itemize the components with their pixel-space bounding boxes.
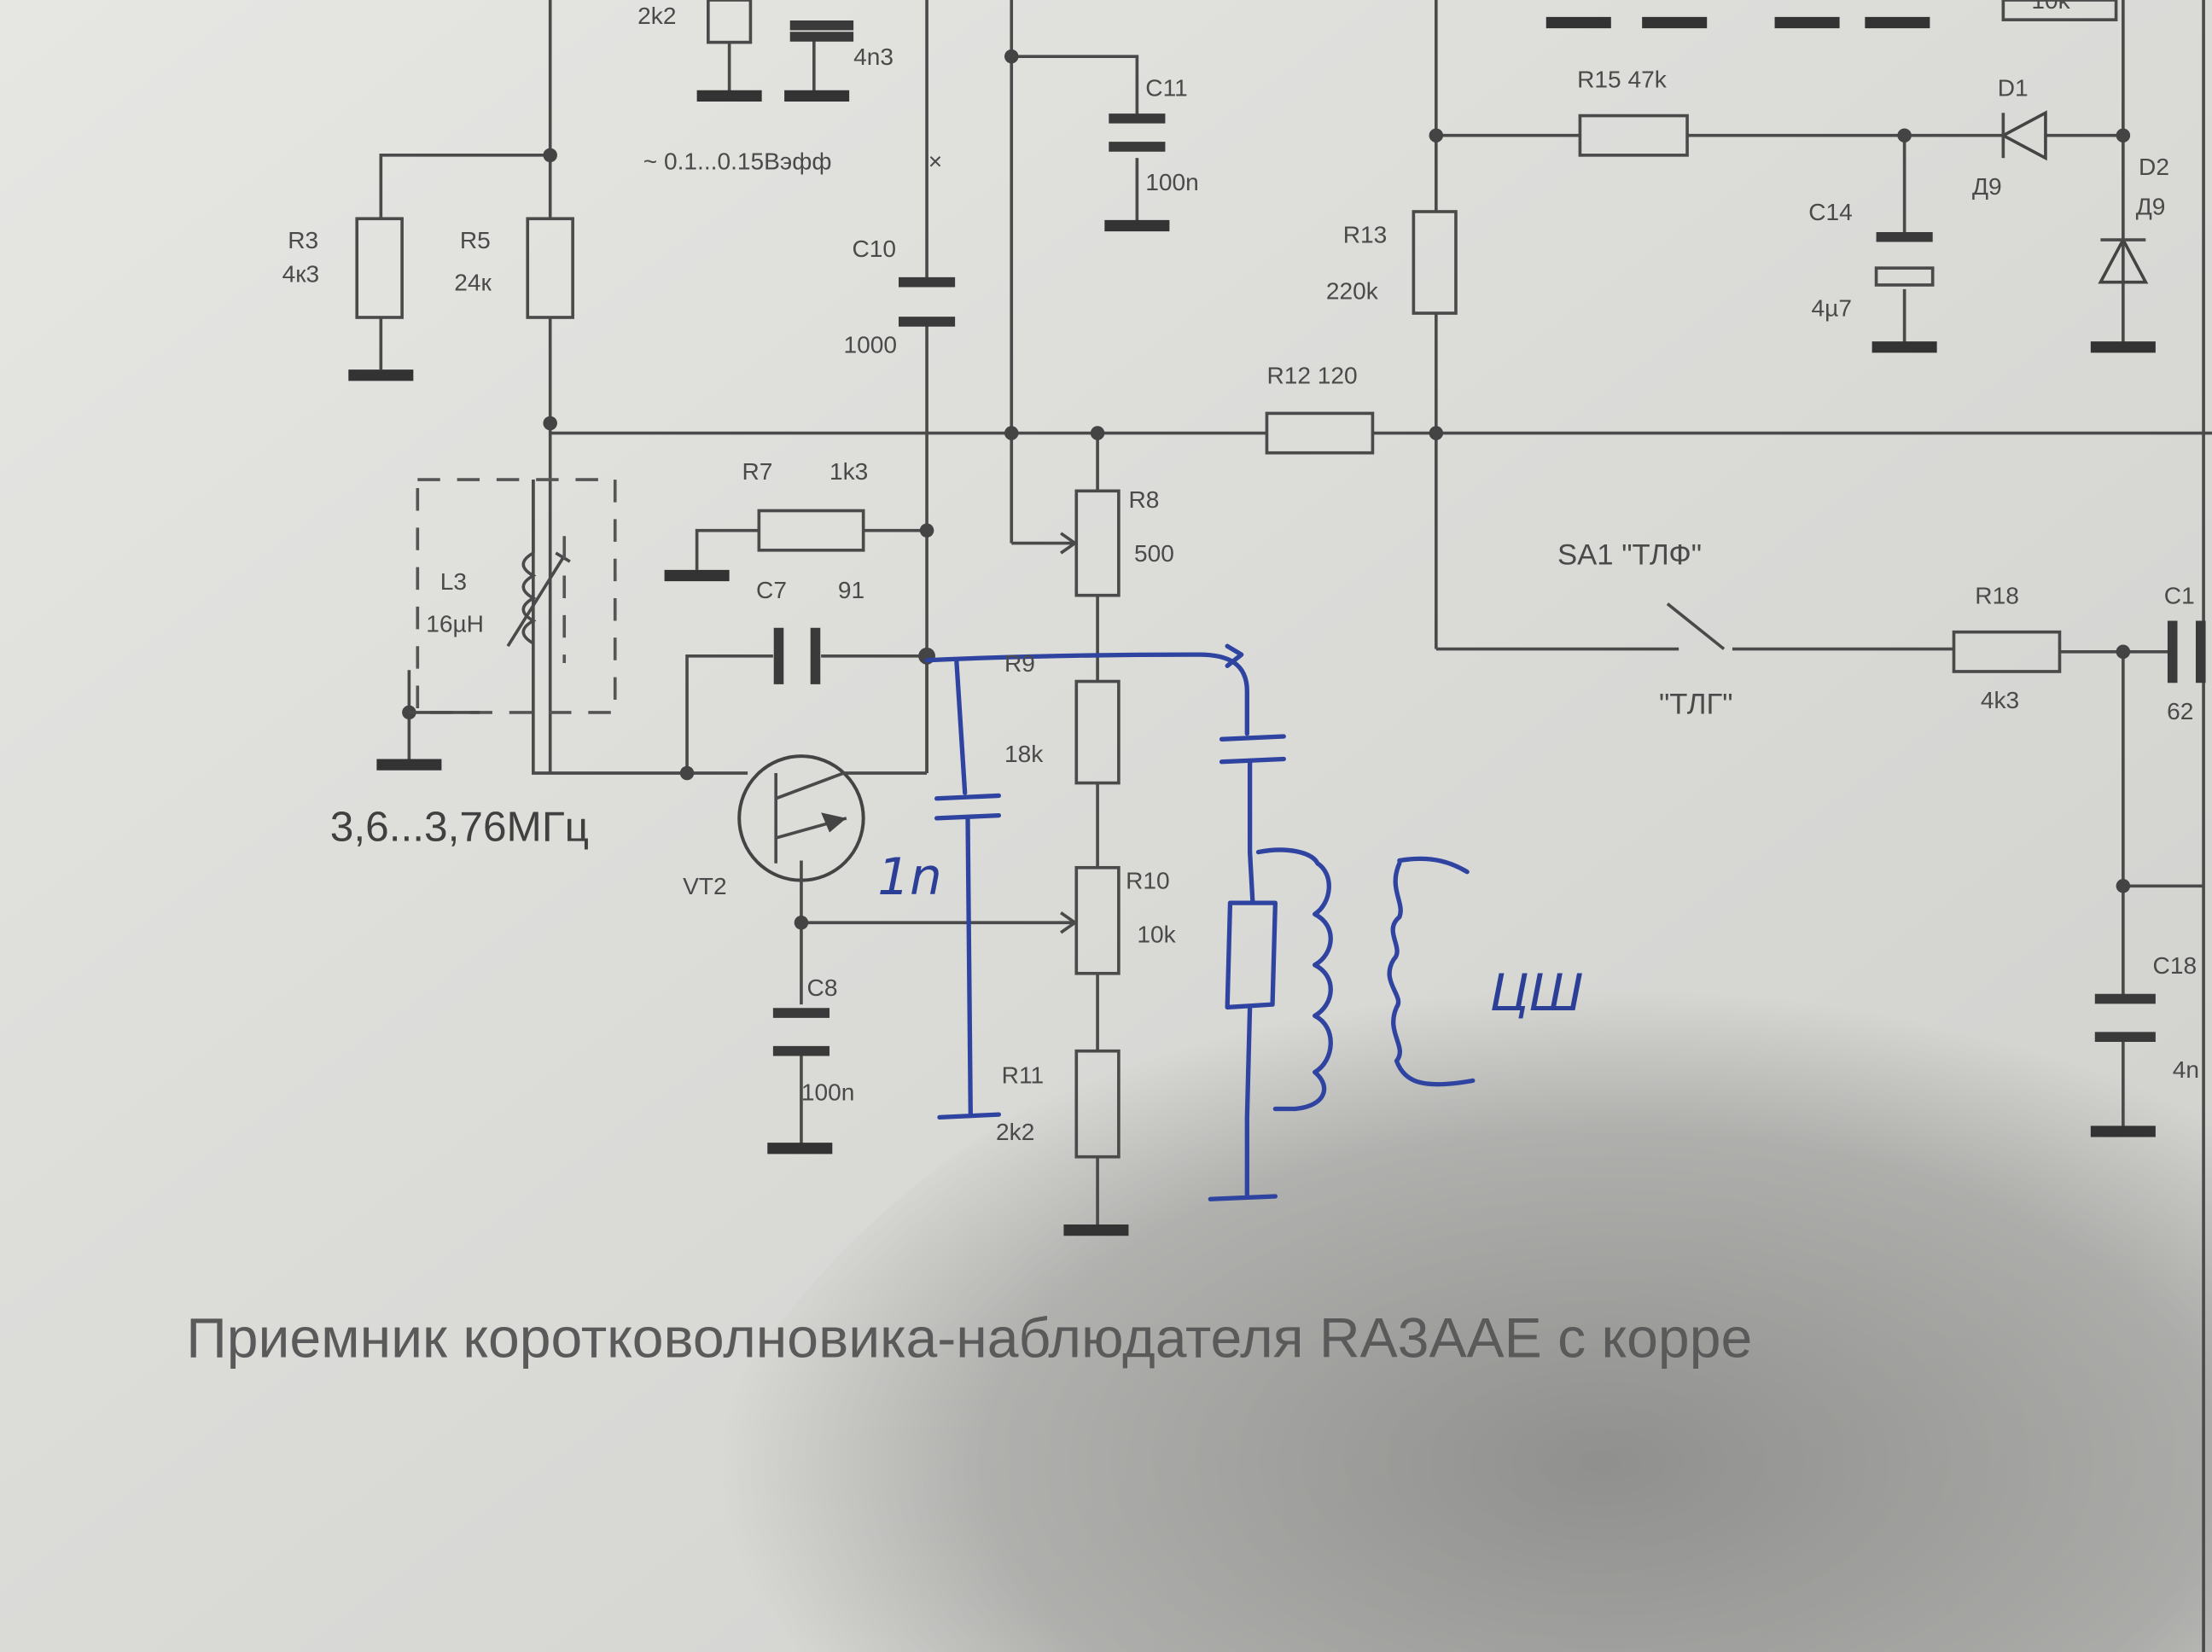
r13-label: R13 <box>1343 221 1388 247</box>
c10-value: 1000 <box>844 331 897 358</box>
diode-symbols <box>2000 110 2149 284</box>
r7-value: 1k3 <box>830 458 868 485</box>
r15-label: R15 47k <box>1577 67 1668 93</box>
l3-value: 16µH <box>426 611 484 637</box>
handwritten-ferrite-label: ЦШ <box>1490 964 1584 1023</box>
c11-value: 100n <box>1145 169 1198 195</box>
r9-label: R9 <box>1004 650 1035 677</box>
c14-value: 4µ7 <box>1812 294 1852 321</box>
l3-label: L3 <box>440 568 467 595</box>
r18-value: 4k3 <box>1981 687 2019 713</box>
r8-label: R8 <box>1128 486 1159 513</box>
c8-value: 100n <box>801 1079 854 1106</box>
d2-type: Д9 <box>2136 193 2166 219</box>
c-top-value: 4n3 <box>853 44 894 70</box>
c7-label: C7 <box>756 577 787 603</box>
top-right-value: 10k <box>2031 0 2070 14</box>
d1-type: Д9 <box>1972 173 2002 200</box>
d2-label: D2 <box>2139 154 2169 180</box>
r9-value: 18k <box>1004 741 1044 767</box>
c17-value: 62 <box>2167 698 2193 724</box>
printed-wiring <box>379 0 2212 1652</box>
vt2-label: VT2 <box>683 873 727 899</box>
frequency-label: 3,6...3,76МГц <box>330 802 589 850</box>
voltage-note: ~ 0.1...0.15Вэфф <box>643 148 832 174</box>
r5-label: R5 <box>460 227 491 253</box>
r2-value: 2k2 <box>637 3 676 29</box>
r11-label: R11 <box>1002 1062 1044 1089</box>
c18-label: C18 <box>2153 952 2197 979</box>
r8-value: 500 <box>1134 540 1174 567</box>
l3-inductor <box>409 478 617 714</box>
r18-label: R18 <box>1975 583 2019 609</box>
r12-label: R12 120 <box>1266 363 1357 389</box>
r10-label: R10 <box>1126 868 1170 894</box>
c18-value: 4n <box>2173 1056 2199 1083</box>
d1-label: D1 <box>1998 74 2029 101</box>
sa1-label: SA1 "ТЛФ" <box>1557 538 1702 571</box>
r3-label: R3 <box>288 227 318 253</box>
capacitor-plates <box>772 20 2206 1056</box>
c17-label: C1 <box>2164 583 2195 609</box>
r3-value: 4к3 <box>282 261 320 288</box>
caption-text: Приемник коротковолновика-наблюдателя RA… <box>186 1306 1752 1370</box>
r10-value: 10k <box>1137 921 1176 947</box>
tlg-label: "ТЛГ" <box>1659 689 1733 721</box>
r11-value: 2k2 <box>996 1119 1034 1145</box>
component-labels: 2k2 4n3 C11 100n ~ 0.1...0.15Вэфф × R15 … <box>282 0 2199 1145</box>
r7-label: R7 <box>742 458 773 485</box>
resistor-bodies <box>355 0 2118 1159</box>
c7-value: 91 <box>838 577 864 603</box>
r13-value: 220k <box>1326 277 1379 304</box>
handwritten-additions <box>924 643 1476 1201</box>
voltage-cross: × <box>928 148 942 174</box>
c11-label: C11 <box>1145 74 1187 101</box>
r5-value: 24к <box>454 270 492 296</box>
c10-label: C10 <box>852 236 896 262</box>
c14-label: C14 <box>1808 199 1853 225</box>
ground-symbols <box>348 16 2156 1236</box>
junction-dots <box>402 49 2131 930</box>
hand-shadow <box>606 789 2212 1652</box>
c8-label: C8 <box>807 974 838 1001</box>
handwritten-1n-label: 1n <box>877 848 942 907</box>
